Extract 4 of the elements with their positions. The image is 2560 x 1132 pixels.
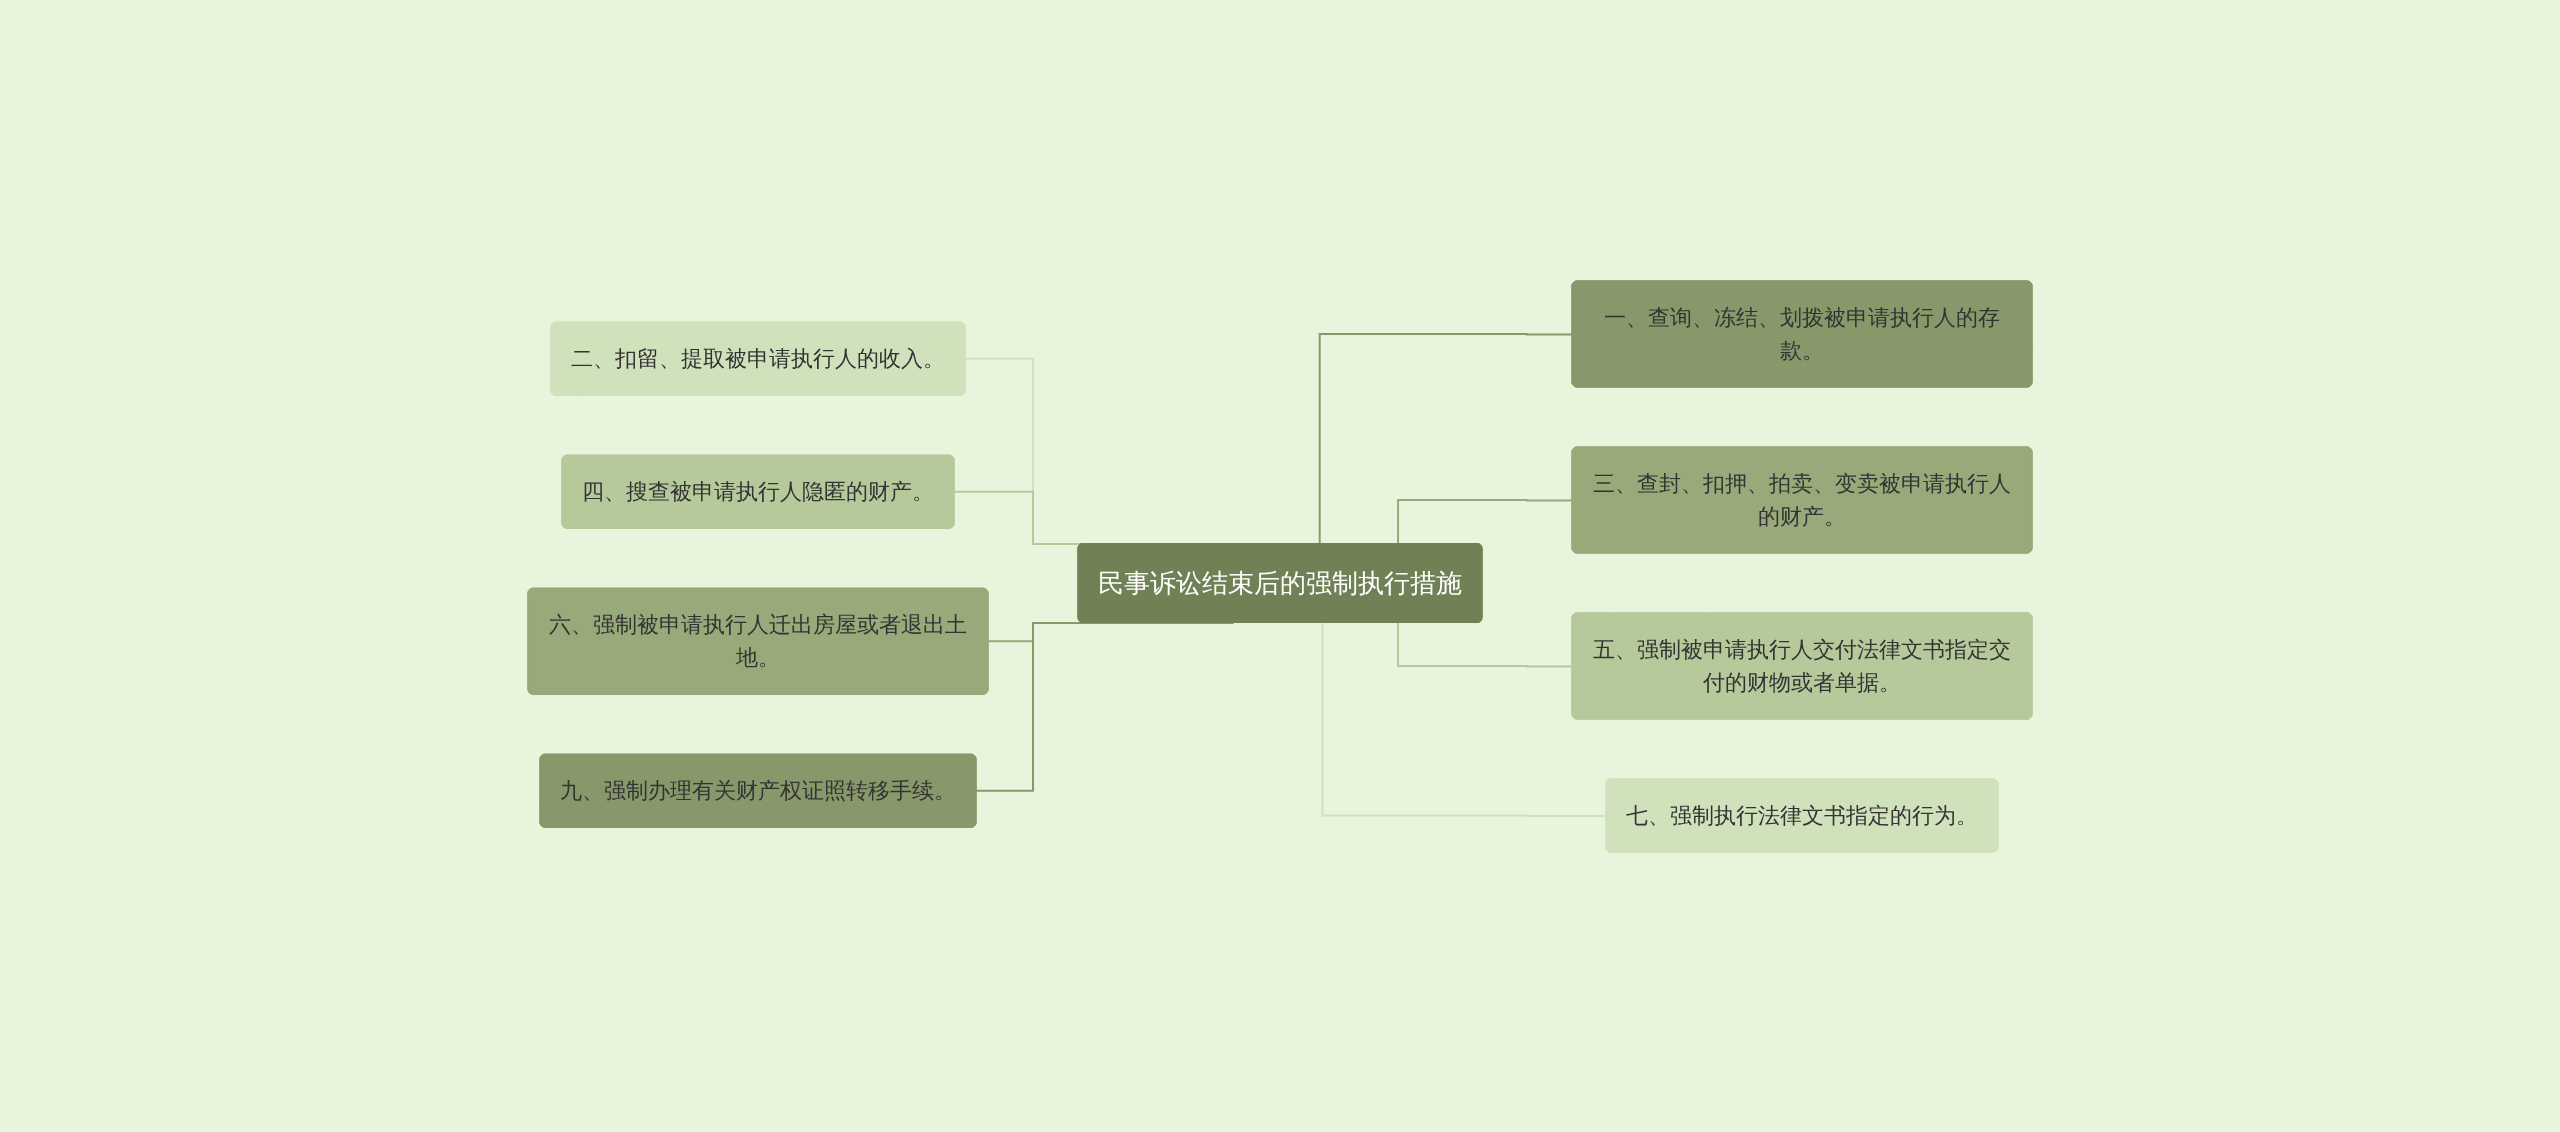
connector [1397, 621, 1574, 667]
connector [1321, 621, 1608, 817]
connector [1397, 498, 1574, 545]
connector [1318, 332, 1574, 545]
